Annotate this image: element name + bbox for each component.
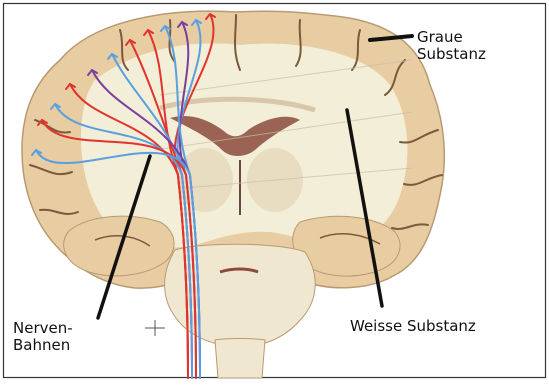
label-nervenbahnen: Nerven- Bahnen — [13, 320, 73, 354]
label-graue-line1: Graue — [417, 29, 486, 46]
label-nerven-line2: Bahnen — [13, 337, 73, 354]
label-nerven-line1: Nerven- — [13, 320, 73, 337]
label-graue-line2: Substanz — [417, 46, 486, 63]
temporal-lobe-left — [64, 216, 174, 276]
brainstem-lower — [215, 339, 265, 379]
label-weisse-substanz: Weisse Substanz — [350, 318, 476, 335]
label-graue-substanz: Graue Substanz — [417, 29, 486, 63]
